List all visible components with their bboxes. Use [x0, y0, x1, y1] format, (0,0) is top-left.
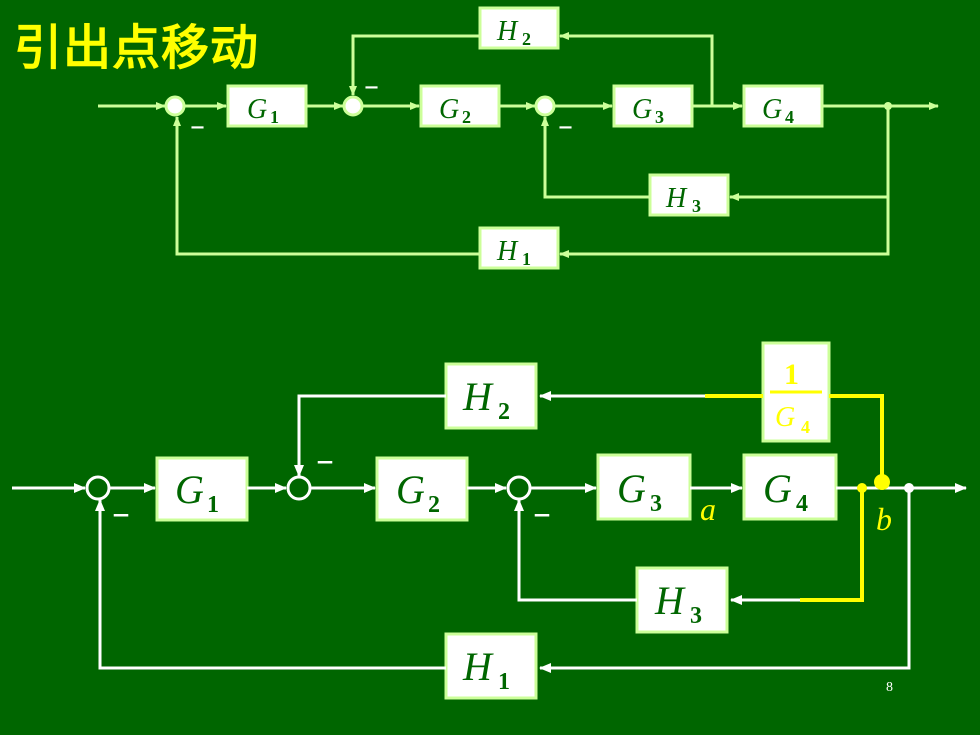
point-b-dot: [874, 474, 890, 490]
bottom-sum-2: [286, 475, 312, 501]
bottom-g2-sub: 2: [428, 492, 440, 518]
point-a-label: a: [700, 491, 716, 527]
inverse-den-sub: 4: [801, 417, 810, 437]
top-block-g4: [742, 84, 824, 128]
top-g1-sub: 1: [270, 107, 279, 127]
bottom-h2-letter: H: [462, 374, 494, 419]
top-minus-1: –: [190, 109, 205, 144]
top-sum-3: [534, 95, 556, 117]
top-block-h1: [478, 226, 560, 270]
bottom-sum-1: [85, 475, 111, 501]
bottom-g4-letter: G: [763, 466, 792, 511]
top-sum-2: [342, 95, 364, 117]
page-number: 8: [886, 680, 893, 695]
bottom-h1-sub: 1: [498, 669, 510, 695]
top-h1-letter: H: [496, 236, 519, 267]
bottom-block-g3: [596, 453, 692, 521]
bottom-g1-sub: 1: [207, 492, 219, 518]
top-block-g3: [612, 84, 694, 128]
bottom-h3-sub: 3: [690, 603, 702, 629]
top-sum-1: [164, 95, 186, 117]
slide-title: 引出点移动: [14, 20, 260, 76]
top-block-h2: [478, 6, 560, 50]
top-h2-sub: 2: [522, 29, 531, 49]
g4-output-to-h3-yellow: [800, 488, 864, 602]
top-h3-sub: 3: [692, 196, 701, 216]
bottom-minus-3: –: [533, 493, 551, 534]
top-g3-letter: G: [632, 94, 652, 125]
point-b-label: b: [876, 501, 892, 537]
bottom-diagram: G 1 G 2 G 3 a G 4 b H 2 1 G 4: [12, 341, 967, 700]
bottom-h3-letter: H: [654, 578, 686, 623]
inverse-numerator: 1: [784, 358, 799, 391]
bottom-block-g4: [742, 453, 838, 521]
bottom-h2-sub: 2: [498, 399, 510, 425]
top-h1-sub: 1: [522, 249, 531, 269]
top-g3-sub: 3: [655, 107, 664, 127]
bottom-minus-1: –: [112, 493, 130, 534]
bottom-g3-letter: G: [617, 466, 646, 511]
bottom-g1-letter: G: [175, 467, 204, 512]
bottom-g3-sub: 3: [650, 491, 662, 517]
top-h2-letter: H: [496, 16, 519, 47]
top-g4-sub: 4: [785, 107, 794, 127]
b-to-inverse-line: [829, 394, 884, 478]
bottom-g2-letter: G: [396, 467, 425, 512]
top-g4-letter: G: [762, 94, 782, 125]
top-block-g2: [419, 84, 501, 128]
top-h3-letter: H: [665, 183, 688, 214]
top-minus-2: –: [364, 69, 379, 104]
top-g2-sub: 2: [462, 107, 471, 127]
inverse-den-letter: G: [775, 402, 795, 433]
bottom-block-g1: [155, 456, 249, 522]
bottom-h1-letter: H: [462, 644, 494, 689]
bottom-sum-3: [506, 475, 532, 501]
top-minus-3: –: [558, 109, 573, 144]
top-g1-letter: G: [247, 94, 267, 125]
bottom-minus-2: –: [316, 440, 334, 481]
bottom-block-h1: [444, 632, 538, 700]
bottom-g4-sub: 4: [796, 491, 808, 517]
top-g2-letter: G: [439, 94, 459, 125]
top-block-h3: [648, 173, 730, 217]
top-diagram: G 1 G 2 G 3 G 4 H 2 – H 3 –: [98, 6, 939, 270]
